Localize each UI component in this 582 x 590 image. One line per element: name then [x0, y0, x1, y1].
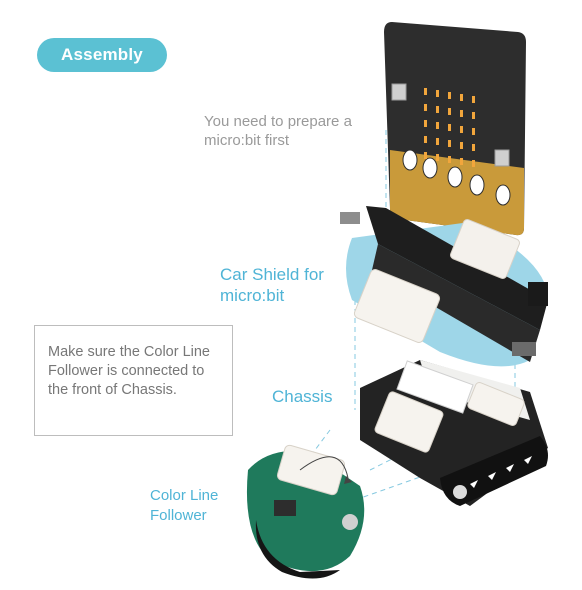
prepare-microbit-note: You need to prepare a micro:bit first: [204, 113, 352, 149]
color-line-follower-board: [246, 444, 365, 579]
car-shield-board: [340, 206, 548, 367]
assembly-badge: Assembly: [37, 38, 167, 72]
led-matrix: [424, 88, 475, 167]
car-shield-label: Car Shield for micro:bit: [220, 265, 324, 305]
microbit-board: [384, 22, 526, 236]
connection-callout: Make sure the Color Line Follower is con…: [34, 325, 233, 436]
chassis-label: Chassis: [272, 387, 333, 406]
callout-text: Make sure the Color Line Follower is con…: [48, 344, 210, 398]
color-line-follower-label: Color Line Follower: [150, 487, 219, 524]
chassis: [360, 360, 548, 506]
button-b: [494, 149, 510, 167]
button-a: [391, 83, 407, 101]
track-arrows: [470, 456, 532, 488]
